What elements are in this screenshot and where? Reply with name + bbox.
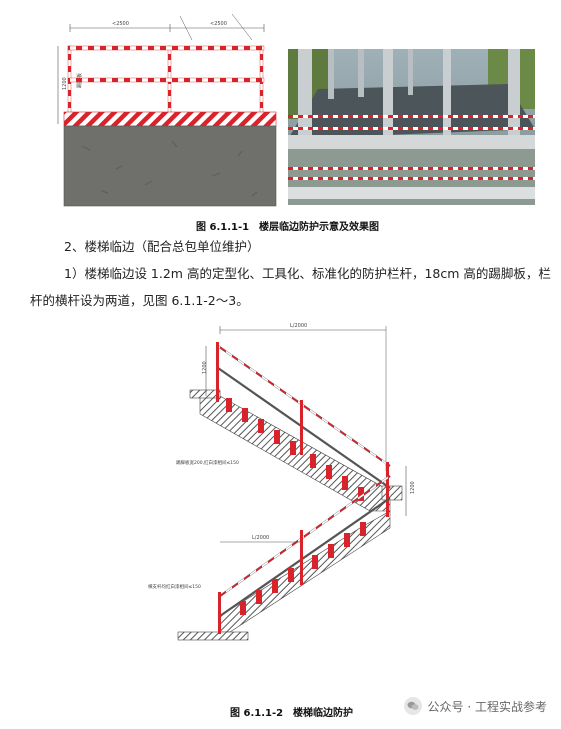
fig2-dim-left: 1200	[202, 361, 208, 374]
fig2-dim-right: 1200	[410, 481, 416, 494]
figure2-caption: 图 6.1.1-2 楼梯临边防护	[230, 708, 354, 719]
watermark-text: 公众号 · 工程实战参考	[427, 699, 547, 714]
fig2-note-rail: 横支杆均红白漆相间≤150	[148, 585, 201, 590]
figure1-caption: 图 6.1.1-1 楼层临边防护示意及效果图	[196, 222, 380, 233]
figure1-render	[288, 49, 535, 205]
paragraph-line-2: 杆的横杆设为两道，见图 6.1.1-2～3。	[30, 293, 249, 308]
fig2-note-kick: 踢脚板宽200,红白漆相间≤150	[176, 461, 239, 466]
fig2-dim-mid: L/2000	[252, 535, 269, 541]
figure1-drawing: <2500 <2500 1200 踢脚板	[57, 13, 277, 207]
figure2-drawing: L/2000 L/2000 1200 1200	[177, 323, 416, 641]
fig1-dim-right: <2500	[210, 21, 227, 27]
fig1-dim-left: <2500	[112, 21, 129, 27]
section-heading: 2、楼梯临边（配合总包单位维护）	[64, 239, 260, 254]
watermark: 公众号 · 工程实战参考	[403, 697, 547, 715]
fig2-dim-top: L/2000	[290, 323, 307, 329]
paragraph-line-1: 1）楼梯临边设 1.2m 高的定型化、工具化、标准化的防护栏杆，18cm 高的踢…	[64, 266, 551, 281]
wechat-icon	[403, 697, 422, 715]
fig1-dim-height: 1200	[62, 77, 68, 90]
